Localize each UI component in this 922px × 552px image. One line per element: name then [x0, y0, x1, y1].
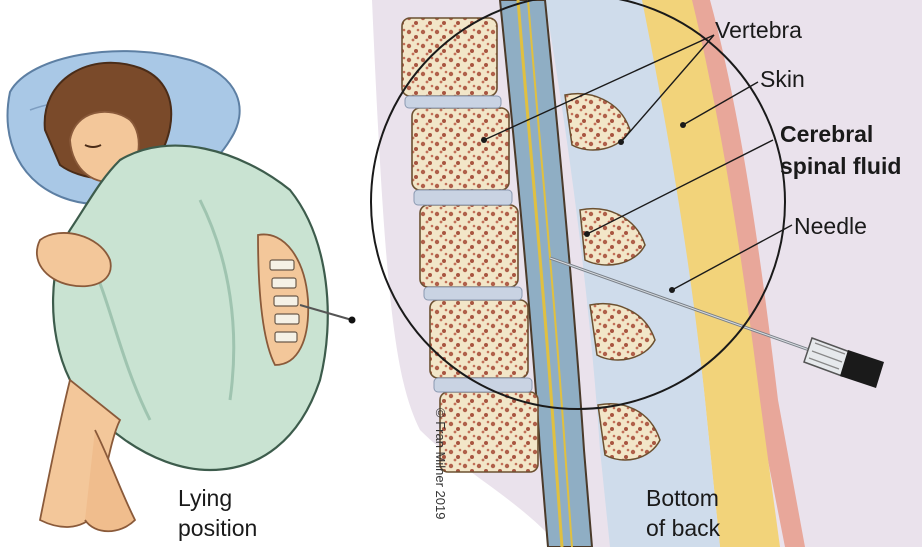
label-vertebra: Vertebra: [715, 16, 802, 45]
caption-back-line2: of back: [646, 514, 720, 543]
label-skin: Skin: [760, 65, 805, 94]
caption-back-line1: Bottom: [646, 484, 719, 513]
label-needle: Needle: [794, 212, 867, 241]
label-csf-line2: spinal fluid: [780, 152, 901, 181]
artist-credit: © Fran Milner 2019: [433, 408, 448, 519]
spine-cross-section: [372, 0, 922, 547]
caption-lying-line2: position: [178, 514, 257, 543]
caption-lying-line1: Lying: [178, 484, 232, 513]
patient-lying-illustration: [8, 51, 356, 531]
label-csf-line1: Cerebral: [780, 120, 873, 149]
